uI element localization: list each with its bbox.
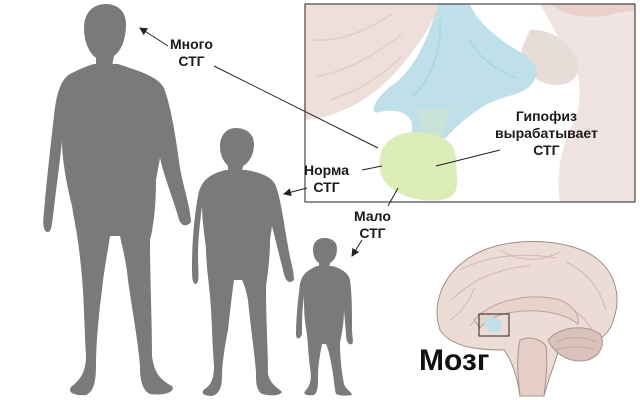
large-person-silhouette [43, 4, 191, 396]
leader-little [387, 187, 399, 207]
brain-cross-section [436, 240, 618, 397]
inset-magnified-view [304, 3, 636, 203]
brain-label: Мозг [419, 344, 490, 377]
leader-much [213, 65, 379, 149]
leader-pituitary [435, 149, 501, 167]
small-person-silhouette [296, 238, 353, 396]
arrow-little [351, 239, 363, 257]
zoom-region-box [478, 313, 510, 337]
arrow-much [139, 27, 169, 47]
leader-normal [361, 165, 383, 171]
medium-person-silhouette [192, 128, 294, 396]
arrow-normal [283, 187, 308, 197]
